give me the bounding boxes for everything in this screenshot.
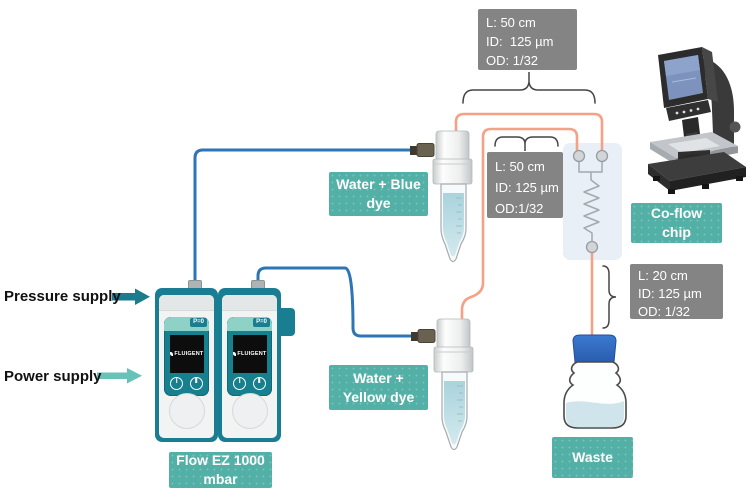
coflow-chip-channel	[572, 149, 609, 254]
capillary-blue-to-chip	[454, 112, 604, 152]
device-front-panel: P=0 FLUIGENT	[222, 295, 277, 438]
dial-knob[interactable]	[252, 377, 266, 390]
device-brand: FLUIGENT	[237, 351, 267, 357]
dial-knob[interactable]	[189, 377, 203, 390]
spec-line: OD:1/32	[495, 201, 544, 216]
label-waste: Waste	[552, 437, 633, 478]
orange-tubing	[454, 112, 604, 339]
device-top-strip	[222, 295, 277, 311]
tube-fitting-tip	[410, 146, 419, 155]
coflow-chip-body	[563, 143, 622, 260]
capillary-yellow-to-chip	[460, 127, 579, 326]
reservoir-liquid	[443, 193, 464, 257]
label-blue-reservoir: Water + Blue dye	[329, 172, 428, 216]
pressure-status-badge: P=0	[253, 318, 270, 327]
brace-yellow-capillary	[494, 136, 559, 151]
reservoir-cap-top	[435, 130, 470, 161]
device-top-strip	[159, 295, 214, 311]
spec-line: ID: 125 µm	[495, 180, 559, 195]
yellow-reservoir-tube	[411, 318, 474, 451]
flow-ez-device-2: P=0 FLUIGENT	[218, 280, 295, 442]
dial-knob[interactable]	[233, 377, 247, 390]
tube-blue-reservoir	[193, 148, 418, 285]
microscope	[648, 47, 746, 194]
adjustment-wheel[interactable]	[168, 393, 205, 429]
device-front-panel: P=0 FLUIGENT	[159, 295, 214, 438]
tubing-spec-waste-capillary: L: 20 cm ID: 125 µm OD: 1/32	[630, 264, 723, 319]
device-control-panel: P=0 FLUIGENT	[164, 317, 209, 396]
pressure-status-badge: P=0	[190, 318, 207, 327]
label-flow-ez: Flow EZ 1000 mbar	[169, 452, 272, 488]
device-knobs	[227, 377, 272, 390]
adjustment-wheel[interactable]	[231, 393, 268, 429]
label-line: Yellow dye	[342, 388, 415, 405]
reservoir-liquid	[444, 381, 465, 445]
tube-yellow-reservoir	[256, 266, 421, 338]
label-line: Water +	[353, 369, 404, 386]
device-screen: FLUIGENT	[232, 335, 267, 373]
device-brand: FLUIGENT	[174, 351, 204, 357]
device-screen: FLUIGENT	[169, 335, 204, 373]
label-line: Flow EZ 1000	[176, 452, 265, 468]
power-arrow	[97, 372, 128, 379]
flow-ez-device-1: P=0 FLUIGENT	[155, 280, 218, 442]
spec-line: OD: 1/32	[486, 53, 539, 68]
label-line: Co-flow	[650, 205, 703, 221]
spec-line: L: 20 cm	[638, 268, 688, 283]
pressure-supply-label: Pressure supply	[4, 288, 121, 305]
waste-bottle-liquid	[566, 401, 624, 427]
spec-line: ID: 125 µm	[638, 286, 702, 301]
device-body: P=0 FLUIGENT	[155, 288, 218, 442]
pressure-arrow	[112, 293, 136, 301]
device-knobs	[164, 377, 209, 390]
tubing-spec-blue-capillary: L: 50 cm ID: 125 µm OD: 1/32	[478, 9, 577, 70]
label-line: dye	[366, 195, 391, 211]
tube-fitting	[416, 143, 435, 157]
annotation-braces	[462, 72, 617, 329]
tube-fitting-tip	[411, 332, 420, 341]
device-body: P=0 FLUIGENT	[218, 288, 295, 442]
label-line: mbar	[203, 471, 238, 487]
fluigent-logo-icon	[232, 352, 237, 356]
device-side-tab	[280, 308, 295, 336]
label-yellow-reservoir: Water + Yellow dye	[329, 365, 428, 410]
tubing-spec-yellow-capillary: L: 50 cm ID: 125 µm OD:1/32	[487, 152, 563, 218]
reservoir-cap-top	[436, 318, 471, 349]
spec-line: L: 50 cm	[486, 15, 536, 30]
device-header-band: P=0	[227, 317, 272, 331]
label-coflow-chip: Co-flow chip	[631, 203, 722, 243]
spec-line: ID: 125 µm	[486, 34, 554, 49]
device-control-panel: P=0 FLUIGENT	[227, 317, 272, 396]
waste-bottle-cap	[572, 334, 617, 363]
power-supply-label: Power supply	[4, 368, 102, 385]
waste-bottle	[563, 334, 627, 429]
chip-outlet-port	[585, 240, 599, 254]
chip-inlet-port-left	[572, 149, 586, 163]
tube-fitting	[417, 329, 436, 343]
blue-reservoir-tube	[410, 130, 473, 263]
dial-knob[interactable]	[170, 377, 184, 390]
blue-tubing	[193, 148, 421, 338]
label-line: Water + Blue	[336, 176, 421, 192]
spec-line: L: 50 cm	[495, 159, 545, 174]
fluigent-logo-icon	[169, 352, 174, 356]
brace-waste-capillary	[602, 265, 617, 329]
chip-inlet-port-right	[595, 149, 609, 163]
brace-blue-capillary	[462, 72, 596, 104]
label-line: chip	[662, 224, 691, 240]
reservoir-cap-skirt	[432, 158, 473, 185]
reservoir-cap-skirt	[433, 346, 474, 373]
supply-arrows	[97, 288, 150, 384]
spec-line: OD: 1/32	[638, 304, 691, 319]
label-line: Waste	[572, 449, 613, 465]
device-header-band: P=0	[164, 317, 209, 331]
